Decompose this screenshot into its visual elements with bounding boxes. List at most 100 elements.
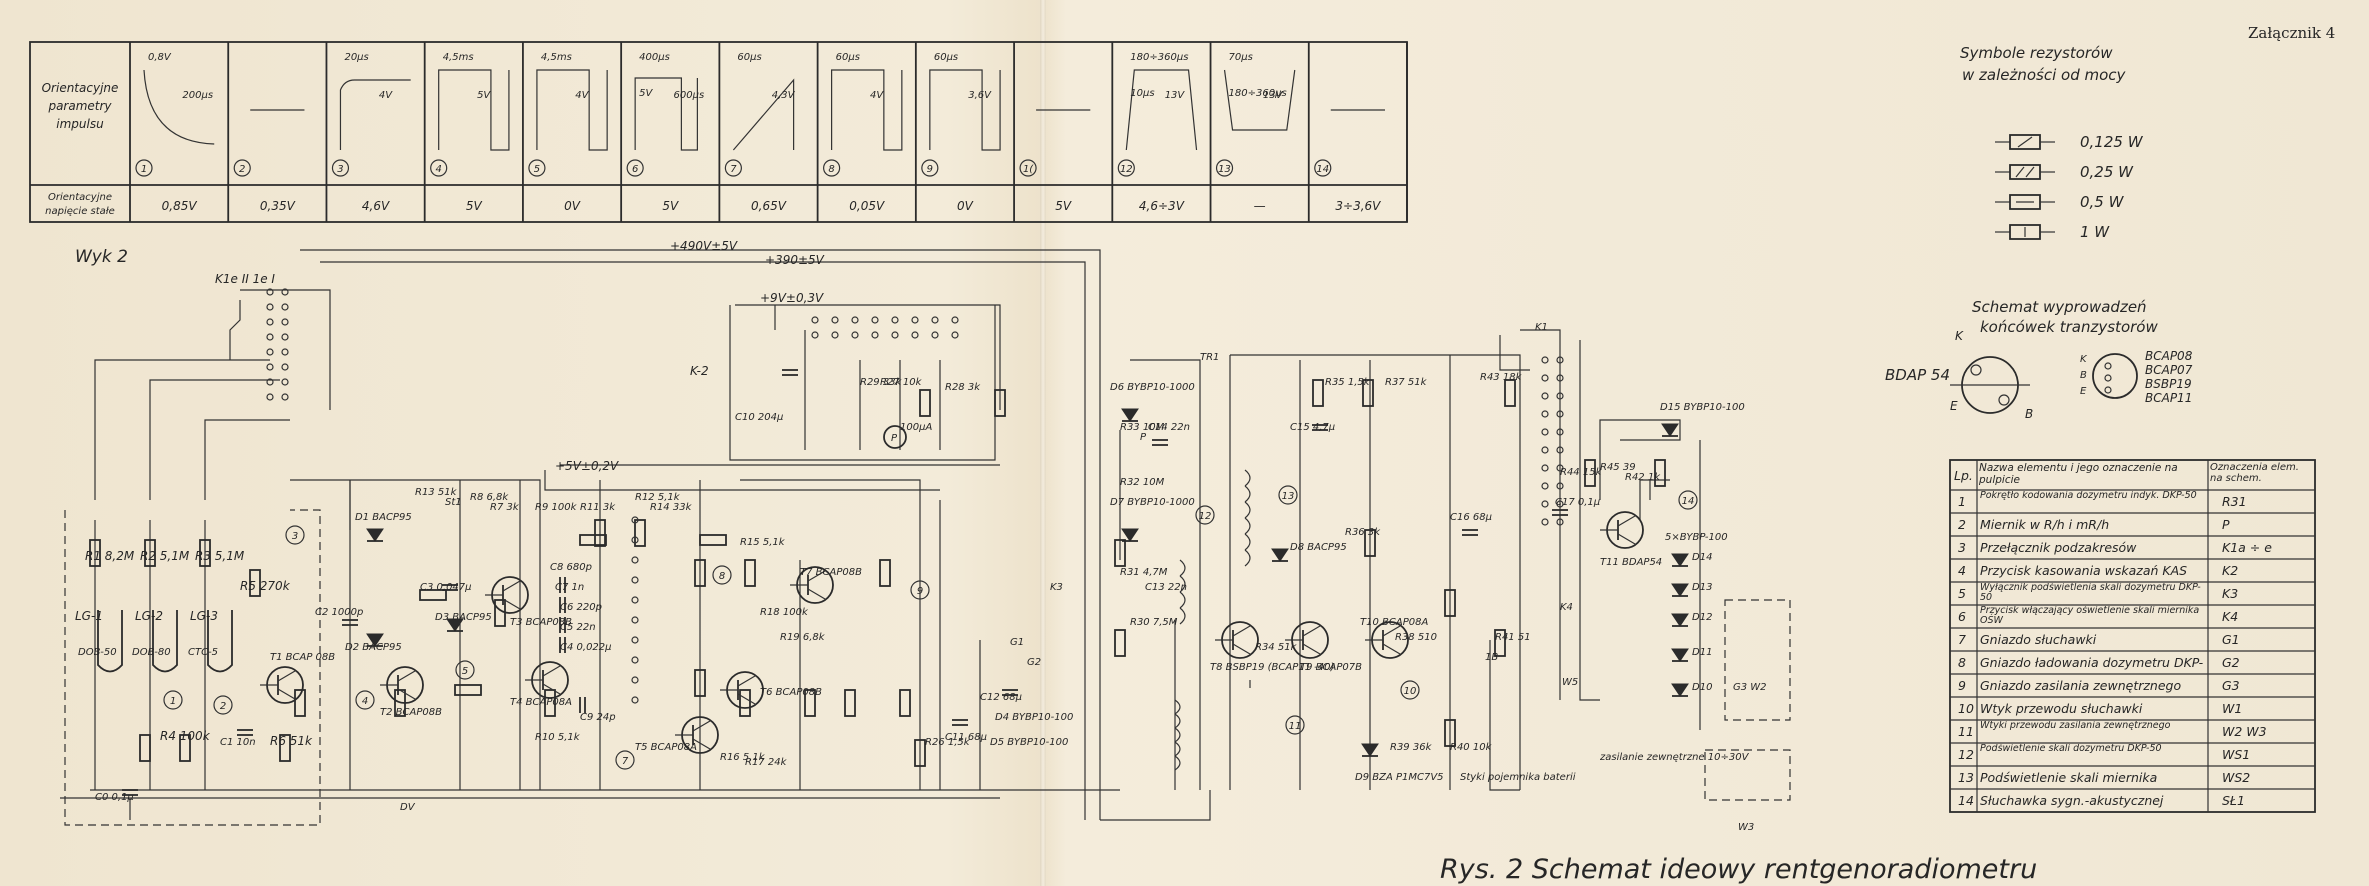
pulse-number: 5 (534, 164, 540, 175)
range-switch-contacts (266, 288, 1564, 704)
pulse-dc-voltage: — (1254, 199, 1266, 213)
capacitor (579, 697, 586, 713)
pulse-number: 9 (927, 164, 933, 175)
resistor (919, 389, 931, 417)
pulse-number-circle (1019, 159, 1037, 177)
pulse-parameter-table: 10,85V0,8V200µs20,35V34,6V20µs4V45V4,5ms… (29, 41, 1408, 223)
rail-390v: +390±5V (765, 253, 825, 267)
test-point-2: 2 (213, 695, 233, 715)
gm-tube-2 (152, 610, 178, 673)
component-label: DV (400, 802, 416, 813)
svg-text:3: 3 (292, 531, 298, 542)
transistor-label: T5 BCAP08A (635, 742, 697, 753)
parts-row-lp: 9 (1958, 678, 1966, 693)
component-label: R16 5,1k (720, 752, 766, 763)
resistor (454, 684, 482, 696)
figure-caption: Rys. 2 Schemat ideowy rentgenoradiometru (1440, 854, 2037, 885)
transistor-t11 (1600, 511, 1644, 549)
pulse-row2-header-line2: napięcie stałe (45, 206, 115, 217)
resistor (879, 559, 891, 587)
resistor (994, 389, 1006, 417)
svg-text:11: 11 (1289, 721, 1302, 732)
component-label: K4 (1560, 602, 1573, 613)
parts-row-symbol: G3 (2222, 678, 2240, 693)
component-label: R38 510 (1395, 632, 1437, 643)
transistor-label: T9 BCAP07B (1300, 662, 1362, 673)
parts-row-name: Podświetlenie skali dozymetru DKP-50 (1980, 744, 2162, 754)
pulse-number-circle (724, 159, 742, 177)
test-point-13: 13 (1278, 485, 1298, 505)
component-label: 100µA (900, 422, 932, 433)
component-label: R27 10k (880, 377, 923, 388)
pulse-annotation: 70µs (1229, 52, 1253, 63)
svg-text:7: 7 (622, 756, 629, 767)
transistor-label: T10 BCAP08A (1360, 617, 1428, 628)
pinout-title-2: końcówek tranzystorów (1980, 318, 2158, 336)
resistor (1504, 379, 1516, 407)
pulse-row1-header-line3: impulsu (56, 117, 104, 131)
parts-row-lp: 5 (1958, 586, 1966, 601)
capacitor-label: C3 0,047µ (420, 582, 472, 593)
parts-row-lp: 14 (1958, 793, 1974, 808)
resistor (914, 739, 926, 767)
component-label: R10 5,1k (535, 732, 581, 743)
resistor (279, 734, 291, 762)
resistor (89, 539, 101, 567)
pulse-annotation: 3,6V (968, 90, 992, 101)
resistor (1654, 459, 1666, 487)
parts-row-lp: 11 (1958, 724, 1974, 739)
pulse-annotation: 60µs (836, 52, 860, 63)
pulse-number: 14 (1316, 164, 1329, 175)
capacitor (342, 619, 358, 626)
component-label: K3 (1050, 582, 1063, 593)
resistor (844, 689, 856, 717)
pulse-number: 13 (1218, 164, 1231, 175)
gm-tube-3 (207, 610, 233, 673)
pulse-number: 6 (632, 164, 638, 175)
pulse-dc-voltage: 5V (466, 199, 483, 213)
capacitor (1152, 439, 1168, 446)
diode-d15 (1661, 423, 1679, 437)
svg-text:5: 5 (462, 666, 468, 677)
parts-row-name: Przycisk włączający oświetlenie skali mi… (1980, 606, 2200, 626)
parts-row-symbol: WS1 (2222, 747, 2250, 762)
pinout-right-type-1: BCAP08 (2145, 349, 2193, 363)
parts-row-name: Pokrętło kodowania dozymetru indyk. DKP-… (1980, 491, 2197, 501)
gm-tube-1 (97, 610, 123, 673)
pulse-number-circle (233, 159, 251, 177)
transformer-tr1 (1174, 469, 1251, 771)
capacitor-label: C4 0,022µ (560, 642, 612, 653)
transistor-t3 (485, 576, 529, 614)
parts-row-lp: 4 (1958, 563, 1966, 578)
capacitor (952, 719, 968, 726)
component-label: R15 5,1k (740, 537, 786, 548)
pulse-waveform (1125, 69, 1198, 151)
component-label: 1B (1485, 652, 1498, 663)
transistor-t5 (675, 716, 719, 754)
pulse-annotation: 180÷360µs (1229, 88, 1287, 99)
capacitor (559, 617, 566, 633)
parts-row-name: Przycisk kasowania wskazań KAS (1980, 563, 2188, 578)
resistor (1444, 719, 1456, 747)
pulse-waveform (732, 78, 795, 151)
pulse-waveform (634, 77, 698, 151)
pulse-number-circle (135, 159, 153, 177)
resistor-label: R5 270k (240, 579, 291, 593)
pulse-row1-header-line1: Orientacyjne (42, 81, 119, 95)
parts-header-symbol: Oznaczenia elem. na schem. (2210, 462, 2299, 484)
capacitor (442, 584, 458, 591)
pulse-dc-voltage: 5V (1055, 199, 1072, 213)
resistor-symbol (2009, 164, 2041, 180)
resistor (199, 539, 211, 567)
svg-text:10: 10 (1404, 686, 1417, 697)
component-label: R28 3k (945, 382, 981, 393)
parts-row-name: Przełącznik podzakresów (1980, 540, 2137, 555)
pulse-number: 12 (1120, 164, 1133, 175)
diode-d1 (366, 633, 384, 647)
resistor-label: R6 51k (270, 734, 313, 748)
component-label: R19 6,8k (780, 632, 826, 643)
capacitor (559, 637, 566, 653)
